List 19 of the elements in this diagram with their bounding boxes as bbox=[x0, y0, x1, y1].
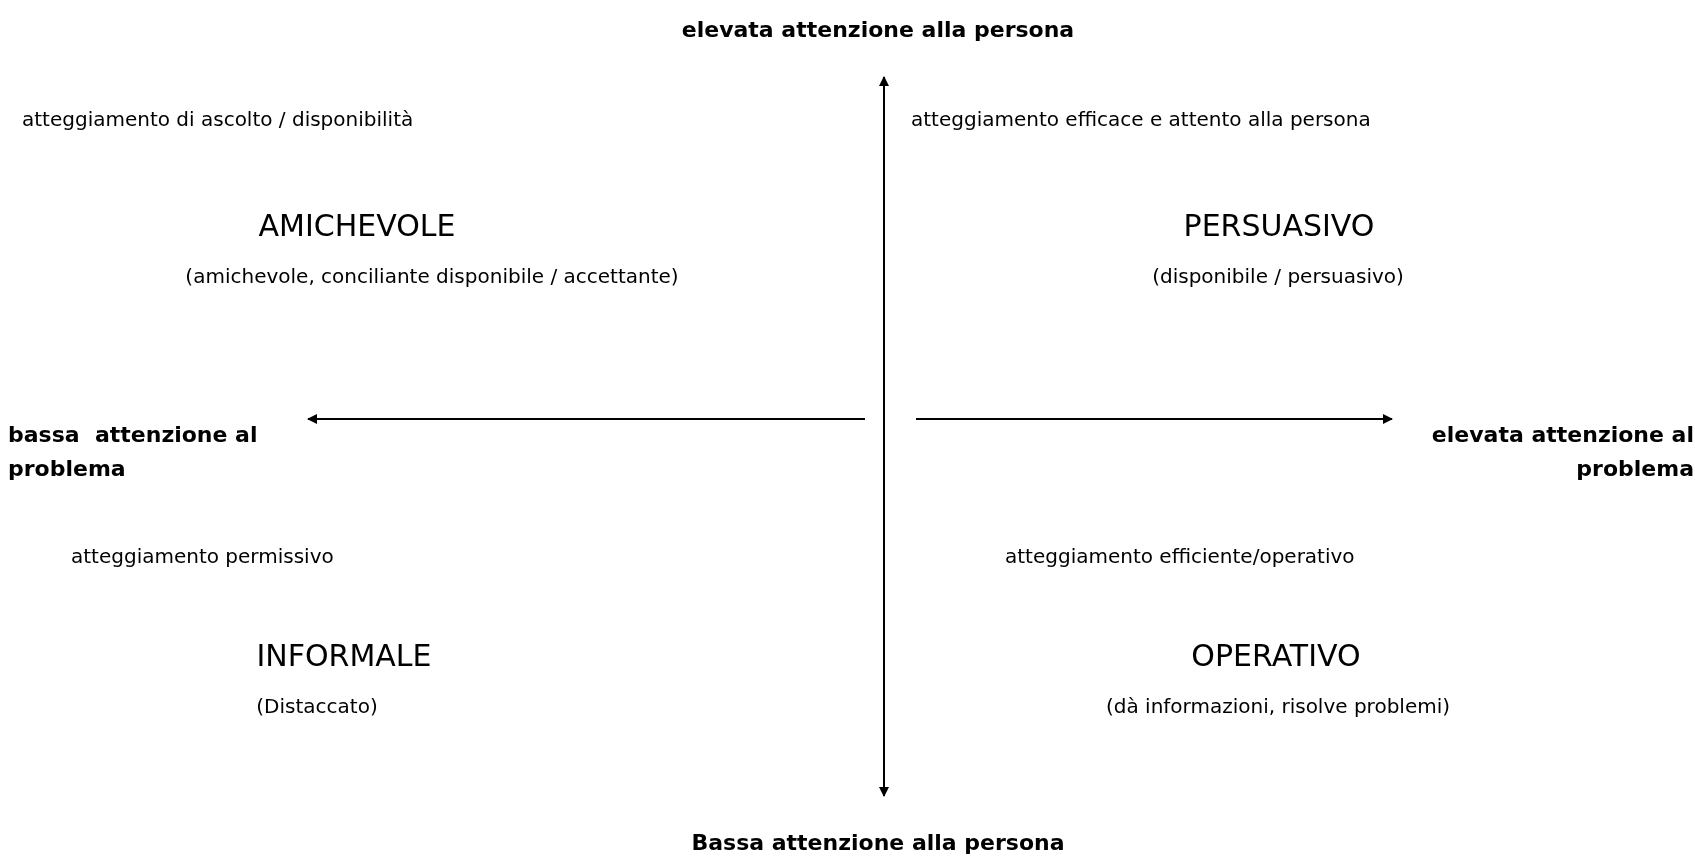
axis-label: bassa attenzione al problema bbox=[8, 418, 268, 487]
style-description: (disponibile / persuasivo) bbox=[1152, 264, 1404, 288]
style-description: (amichevole, conciliante disponibile / accettante) bbox=[185, 264, 679, 288]
axis-label: Bassa attenzione alla persona bbox=[690, 825, 1066, 861]
attitude-text: atteggiamento efficiente/operativo bbox=[1005, 544, 1355, 568]
axis-arrow bbox=[879, 76, 889, 797]
axis-arrow bbox=[915, 414, 1393, 424]
attitude-text: atteggiamento di ascolto / disponibilità bbox=[22, 107, 414, 131]
style-title: OPERATIVO bbox=[1191, 637, 1361, 673]
axis-label: elevata attenzione al problema bbox=[1422, 418, 1694, 487]
style-description: (Distaccato) bbox=[256, 694, 378, 718]
attitude-text: atteggiamento permissivo bbox=[71, 544, 334, 568]
style-title: PERSUASIVO bbox=[1183, 207, 1375, 243]
style-title: INFORMALE bbox=[256, 637, 432, 673]
style-description: (dà informazioni, risolve problemi) bbox=[1105, 694, 1451, 718]
style-title: AMICHEVOLE bbox=[258, 207, 456, 243]
axis-arrow bbox=[307, 414, 866, 424]
attitude-text: atteggiamento efficace e attento alla persona bbox=[911, 107, 1371, 131]
axis-label: elevata attenzione alla persona bbox=[680, 12, 1076, 48]
